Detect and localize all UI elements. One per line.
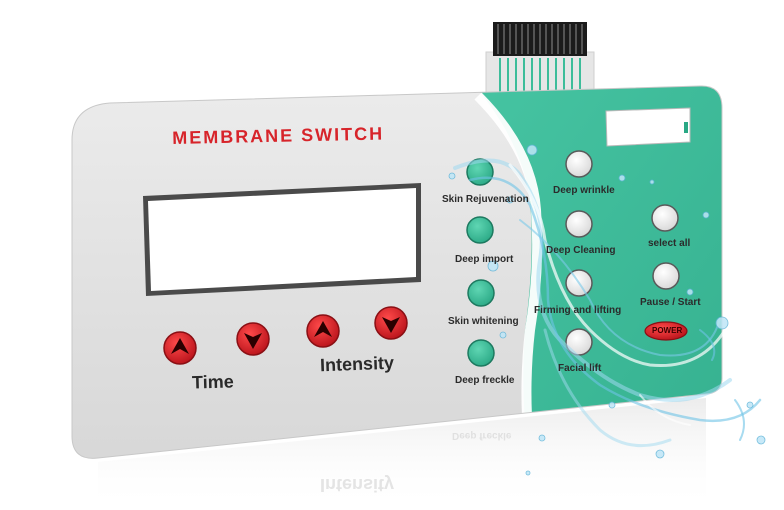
deep-cleaning-label: Deep Cleaning [546,245,616,256]
intensity-label: Intensity [319,352,395,376]
deep-cleaning-button[interactable] [565,210,593,238]
arrow-down-icon [382,317,400,333]
deep-import-button[interactable] [466,216,494,244]
deep-freckle-label: Deep freckle [455,375,515,386]
green-region [470,85,722,459]
time-down-button[interactable] [236,322,270,356]
intensity-up-button[interactable] [306,314,340,348]
deep-import-label: Deep import [455,254,514,265]
arrow-up-icon [314,321,332,337]
skin-whitening-button[interactable] [467,279,495,307]
pause-start-button[interactable] [652,262,680,290]
arrow-down-icon [244,333,262,349]
intensity-down-button[interactable] [374,306,408,340]
skin-whitening-label: Skin whitening [448,316,519,327]
water-splash [453,158,762,448]
panel-title: MEMBRANE SWITCH [172,123,385,148]
arrow-up-icon [171,338,189,354]
reflection-intensity: Intensity [320,475,395,495]
ribbon-connector [485,22,595,101]
water-droplets [448,144,766,476]
time-label: Time [191,371,234,393]
deep-wrinkle-label: Deep wrinkle [553,185,615,196]
select-all-label: select all [648,238,691,249]
panel-reflection [98,398,706,510]
reflection-deep-freckle: Deep freckle [452,430,512,441]
pause-start-label: Pause / Start [640,297,701,308]
power-label: POWER [652,326,683,335]
skin-rejuvenation-label: Skin Rejuvenation [442,194,529,205]
indicator-window [605,107,691,147]
deep-wrinkle-button[interactable] [565,150,593,178]
select-all-button[interactable] [651,204,679,232]
firming-lifting-label: Firming and lifting [534,305,622,316]
power-button[interactable] [644,321,688,341]
time-up-button[interactable] [163,331,197,365]
lcd-window [143,183,421,296]
facial-lift-label: Facial lift [558,363,602,374]
deep-freckle-button[interactable] [467,339,495,367]
